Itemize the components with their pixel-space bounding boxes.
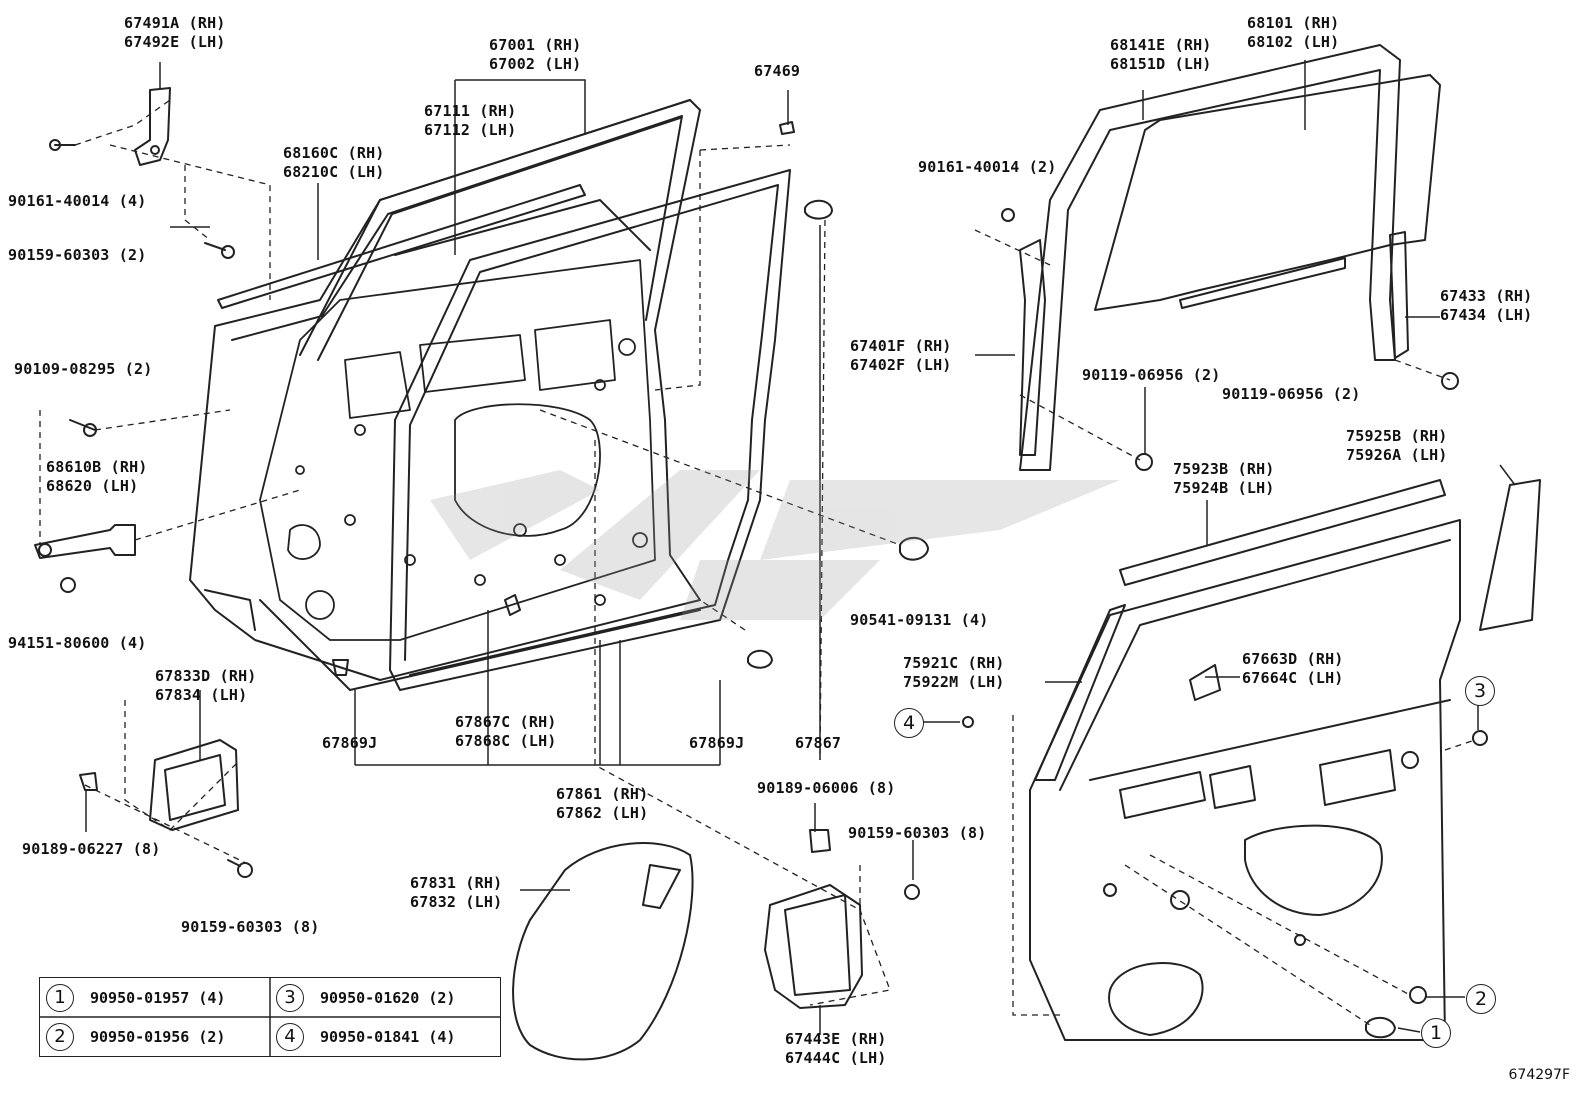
front-garnish: [1034, 604, 1126, 781]
label-door-check: 68610B (RH)68620 (LH): [46, 458, 148, 495]
label-screw-frame: 90161-40014 (2): [918, 158, 1057, 176]
door-window-frame: [299, 99, 791, 691]
door-outer-panel: [189, 99, 701, 691]
label-handle-frame: 67833D (RH)67834 (LH): [155, 667, 257, 704]
label-belt-weatherstrip: 67111 (RH)67112 (LH): [424, 102, 517, 139]
label-front-frame: 67401F (RH)67402F (LH): [850, 337, 952, 374]
legend-part-1: 90950-01957 (4): [90, 988, 226, 1007]
legend-row-1: 1 90950-01957 (4): [40, 978, 225, 1017]
right-door-panel: [962, 519, 1488, 1041]
label-bolt-handle: 90159-60303 (8): [181, 918, 320, 936]
label-nut-grommet: 90541-09131 (4): [850, 611, 989, 629]
leader-lines: [85, 60, 1516, 1035]
label-bolt-frame-left: 90119-06956 (2): [1082, 366, 1221, 384]
label-clip-handle: 90189-06227 (8): [22, 840, 161, 858]
label-inner-cover: 67443E (RH)67444C (LH): [785, 1030, 887, 1067]
label-glass-run: 68141E (RH)68151D (LH): [1110, 36, 1212, 73]
callout-3: 3: [1465, 676, 1495, 706]
callout-4: 4: [894, 708, 924, 738]
legend-num-1: 1: [46, 983, 74, 1012]
label-bracket-handle: 67663D (RH)67664C (LH): [1242, 650, 1344, 687]
label-plug-top: 67867: [795, 734, 842, 752]
door-glass: [1094, 74, 1441, 311]
upper-garnish: [1479, 479, 1541, 631]
legend-num-4: 4: [276, 1022, 304, 1051]
callout-1: 1: [1421, 1018, 1451, 1048]
label-clip-cover: 90189-06006 (8): [757, 779, 896, 797]
door-inner-panel: [259, 259, 656, 641]
legend-part-3: 90950-01620 (2): [320, 988, 456, 1007]
label-moulding-belt: 75923B (RH)75924B (LH): [1173, 460, 1275, 497]
glass-run: [1019, 44, 1401, 471]
label-bolt-hinge: 90159-60303 (2): [8, 246, 147, 264]
front-lower-frame: [1001, 208, 1153, 471]
label-bolt-frame-right: 90119-06956 (2): [1222, 385, 1361, 403]
door-check: [34, 419, 136, 593]
legend-grid: [40, 978, 500, 1056]
label-plug-right: 67869J: [689, 734, 745, 752]
legend-row-2: 2 90950-01956 (2): [40, 1017, 225, 1056]
label-garnish-upper: 75925B (RH)75926A (LH): [1346, 427, 1448, 464]
watermark: [430, 470, 1120, 620]
label-bolt-cover: 90159-60303 (8): [848, 824, 987, 842]
legend-num-2: 2: [46, 1022, 74, 1051]
label-service-hole-cover: 67831 (RH)67832 (LH): [410, 874, 503, 911]
diagram-code: 674297F: [1508, 1067, 1571, 1083]
callout-2: 2: [1466, 984, 1496, 1014]
legend-part-2: 90950-01956 (2): [90, 1027, 226, 1046]
legend-row-3: 3 90950-01620 (2): [270, 978, 455, 1017]
label-hinge-upper: 67491A (RH)67492E (LH): [124, 14, 226, 51]
label-clip-weatherstrip: 67867C (RH)67868C (LH): [455, 713, 557, 750]
rear-lower-frame: [1389, 231, 1459, 390]
label-door-panel: 67001 (RH)67002 (LH): [489, 36, 582, 73]
label-rear-frame: 67433 (RH)67434 (LH): [1440, 287, 1533, 324]
inside-handle-frame: [79, 739, 253, 878]
door-hinge: [49, 87, 235, 259]
service-hole-cover: [512, 842, 694, 1061]
belt-moulding-right: [1119, 479, 1446, 586]
label-bolt-checker: 90109-08295 (2): [14, 360, 153, 378]
legend-num-3: 3: [276, 983, 304, 1012]
legend-row-4: 4 90950-01841 (4): [270, 1017, 455, 1056]
label-checker-nut: 94151-80600 (4): [8, 634, 147, 652]
label-cushion: 67469: [754, 62, 801, 80]
label-door-glass: 68101 (RH)68102 (LH): [1247, 14, 1340, 51]
assembly-lines: [39, 99, 1476, 1026]
legend-part-4: 90950-01841 (4): [320, 1027, 456, 1046]
label-garnish-front: 75921C (RH)75922M (LH): [903, 654, 1005, 691]
label-weatherstrip: 67861 (RH)67862 (LH): [556, 785, 649, 822]
label-screw-hinge: 90161-40014 (4): [8, 192, 147, 210]
label-plug-left: 67869J: [322, 734, 378, 752]
inner-cover: [764, 884, 863, 1009]
legend-table: 1 90950-01957 (4) 3 90950-01620 (2) 2 90…: [39, 977, 501, 1057]
belt-moulding: [217, 184, 651, 309]
label-outer-belt-moulding: 68160C (RH)68210C (LH): [283, 144, 385, 181]
